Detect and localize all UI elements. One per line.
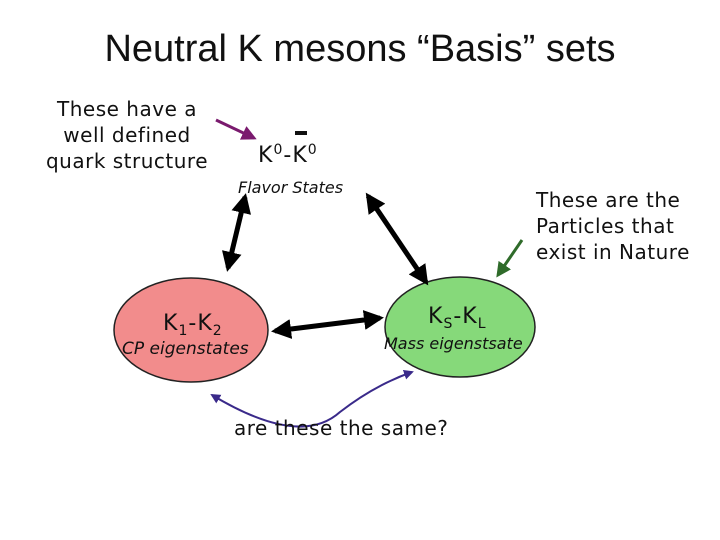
dash: - bbox=[283, 143, 293, 168]
cp-eigenstates-label: CP eigenstates bbox=[122, 339, 249, 359]
dash: - bbox=[453, 304, 463, 329]
same-question-curve bbox=[210, 369, 414, 428]
quark-structure-pointer bbox=[215, 118, 257, 140]
flavor-cp-arrow bbox=[222, 193, 251, 272]
anti-kaon-symbol: K bbox=[292, 131, 308, 168]
cp-mass-arrow bbox=[271, 310, 384, 339]
kaon-symbol: K bbox=[428, 304, 444, 329]
same-question: are these the same? bbox=[234, 416, 449, 440]
note-line: These have a bbox=[57, 97, 197, 121]
kaon-subscript: 1 bbox=[178, 323, 189, 339]
kaon-subscript: 2 bbox=[212, 323, 223, 339]
kaon-symbol: K bbox=[462, 304, 478, 329]
page-title: Neutral K mesons “Basis” sets bbox=[104, 28, 616, 70]
note-line: exist in Nature bbox=[536, 240, 690, 264]
note-line: Particles that bbox=[536, 214, 675, 238]
quark-structure-note: These have a well defined quark structur… bbox=[20, 96, 234, 174]
mass-eigenstates-ellipse bbox=[384, 276, 536, 378]
flavor-states-label: Flavor States bbox=[238, 178, 344, 197]
kaon-symbol: K bbox=[197, 311, 213, 336]
nature-particles-note: These are the Particles that exist in Na… bbox=[536, 187, 716, 265]
kaon-symbol: K bbox=[258, 143, 274, 168]
mass-eigenstates-label: Mass eigenstsate bbox=[384, 334, 523, 353]
mass-kaon-pair: KS-KL bbox=[428, 304, 487, 332]
flavor-kaon-pair: K0-K0 bbox=[258, 131, 318, 168]
kaon-symbol: K bbox=[163, 311, 179, 336]
cp-kaon-pair: K1-K2 bbox=[163, 311, 223, 339]
kaon-subscript: L bbox=[477, 316, 487, 332]
kaon-subscript: S bbox=[443, 316, 454, 332]
cp-eigenstates-ellipse bbox=[113, 277, 269, 383]
flavor-mass-arrow bbox=[365, 192, 429, 286]
nature-particles-pointer bbox=[496, 239, 524, 278]
note-line: well defined bbox=[63, 123, 191, 147]
note-line: quark structure bbox=[45, 149, 209, 173]
neutral-superscript: 0 bbox=[307, 142, 318, 158]
dash: - bbox=[188, 311, 198, 336]
note-line: These are the bbox=[536, 188, 681, 212]
neutral-superscript: 0 bbox=[273, 142, 284, 158]
